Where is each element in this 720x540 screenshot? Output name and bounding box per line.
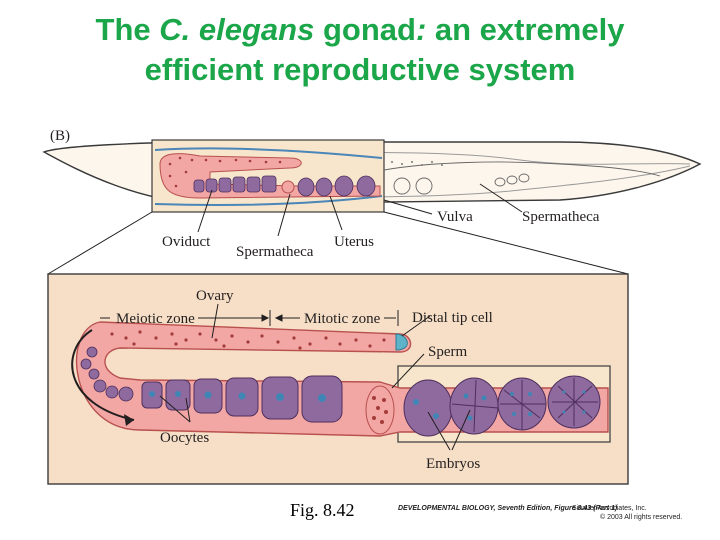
early-oocytes-zoom — [80, 346, 134, 402]
embryos-top — [297, 175, 376, 197]
credit-publisher: Sinauer Associates, Inc. — [572, 505, 647, 512]
gonad-sheath-upper — [154, 147, 383, 159]
zoom-leader-lines — [159, 303, 471, 451]
spermatheca-zoom — [365, 385, 395, 435]
germline-dots-top — [168, 156, 282, 188]
top-leader-lines — [197, 183, 523, 237]
label-vulva: Vulva — [437, 209, 473, 225]
title-line2: efficient reproductive system — [144, 52, 576, 87]
figure-caption: Fig. 8.42 — [290, 500, 355, 520]
label-distal-tip-cell: Distal tip cell — [412, 310, 493, 326]
label-uterus: Uterus — [334, 234, 374, 250]
zoom-line-right — [383, 211, 629, 275]
panel-label: (B) — [50, 128, 70, 144]
title-part5: an extremely — [434, 12, 625, 47]
label-sperm: Sperm — [428, 344, 467, 360]
label-spermatheca: Spermatheca — [236, 244, 314, 260]
title-part3: gonad — [314, 12, 416, 47]
distal-tip-cell — [395, 333, 408, 351]
spermatheca-top — [281, 180, 295, 194]
arrow-head-icon — [124, 414, 134, 426]
germline-nuclei-zoom — [110, 330, 386, 350]
label-meiotic-zone: Meiotic zone — [116, 311, 195, 327]
sperm-dots-zoom — [372, 396, 388, 424]
title-part1: The — [95, 12, 160, 47]
germline-dots-right — [391, 161, 443, 166]
movement-arrow — [71, 329, 135, 421]
embryo-nuclei — [413, 390, 586, 421]
label-ovary: Ovary — [196, 288, 234, 304]
label-oviduct: Oviduct — [162, 234, 211, 250]
gonad-sheath-lower — [154, 195, 383, 207]
label-oocytes: Oocytes — [160, 430, 209, 446]
credit-copyright: © 2003 All rights reserved. — [600, 514, 683, 521]
title-colon: : — [415, 12, 435, 47]
title-species: C. elegans — [159, 12, 315, 47]
slide-title: The C. elegans gonad: an extremely effic… — [0, 10, 720, 90]
label-spermatheca-right: Spermatheca — [522, 209, 600, 225]
oocytes-top — [193, 175, 277, 193]
credit-book: DEVELOPMENTAL BIOLOGY, Seventh Edition, … — [398, 505, 618, 512]
zoom-line-left — [47, 211, 153, 275]
oocyte-nuclei-zoom — [149, 391, 326, 402]
label-embryos: Embryos — [426, 456, 480, 472]
zone-markers — [100, 310, 399, 326]
gonad-arm-right — [383, 161, 661, 195]
label-mitotic-zone: Mitotic zone — [304, 311, 381, 327]
